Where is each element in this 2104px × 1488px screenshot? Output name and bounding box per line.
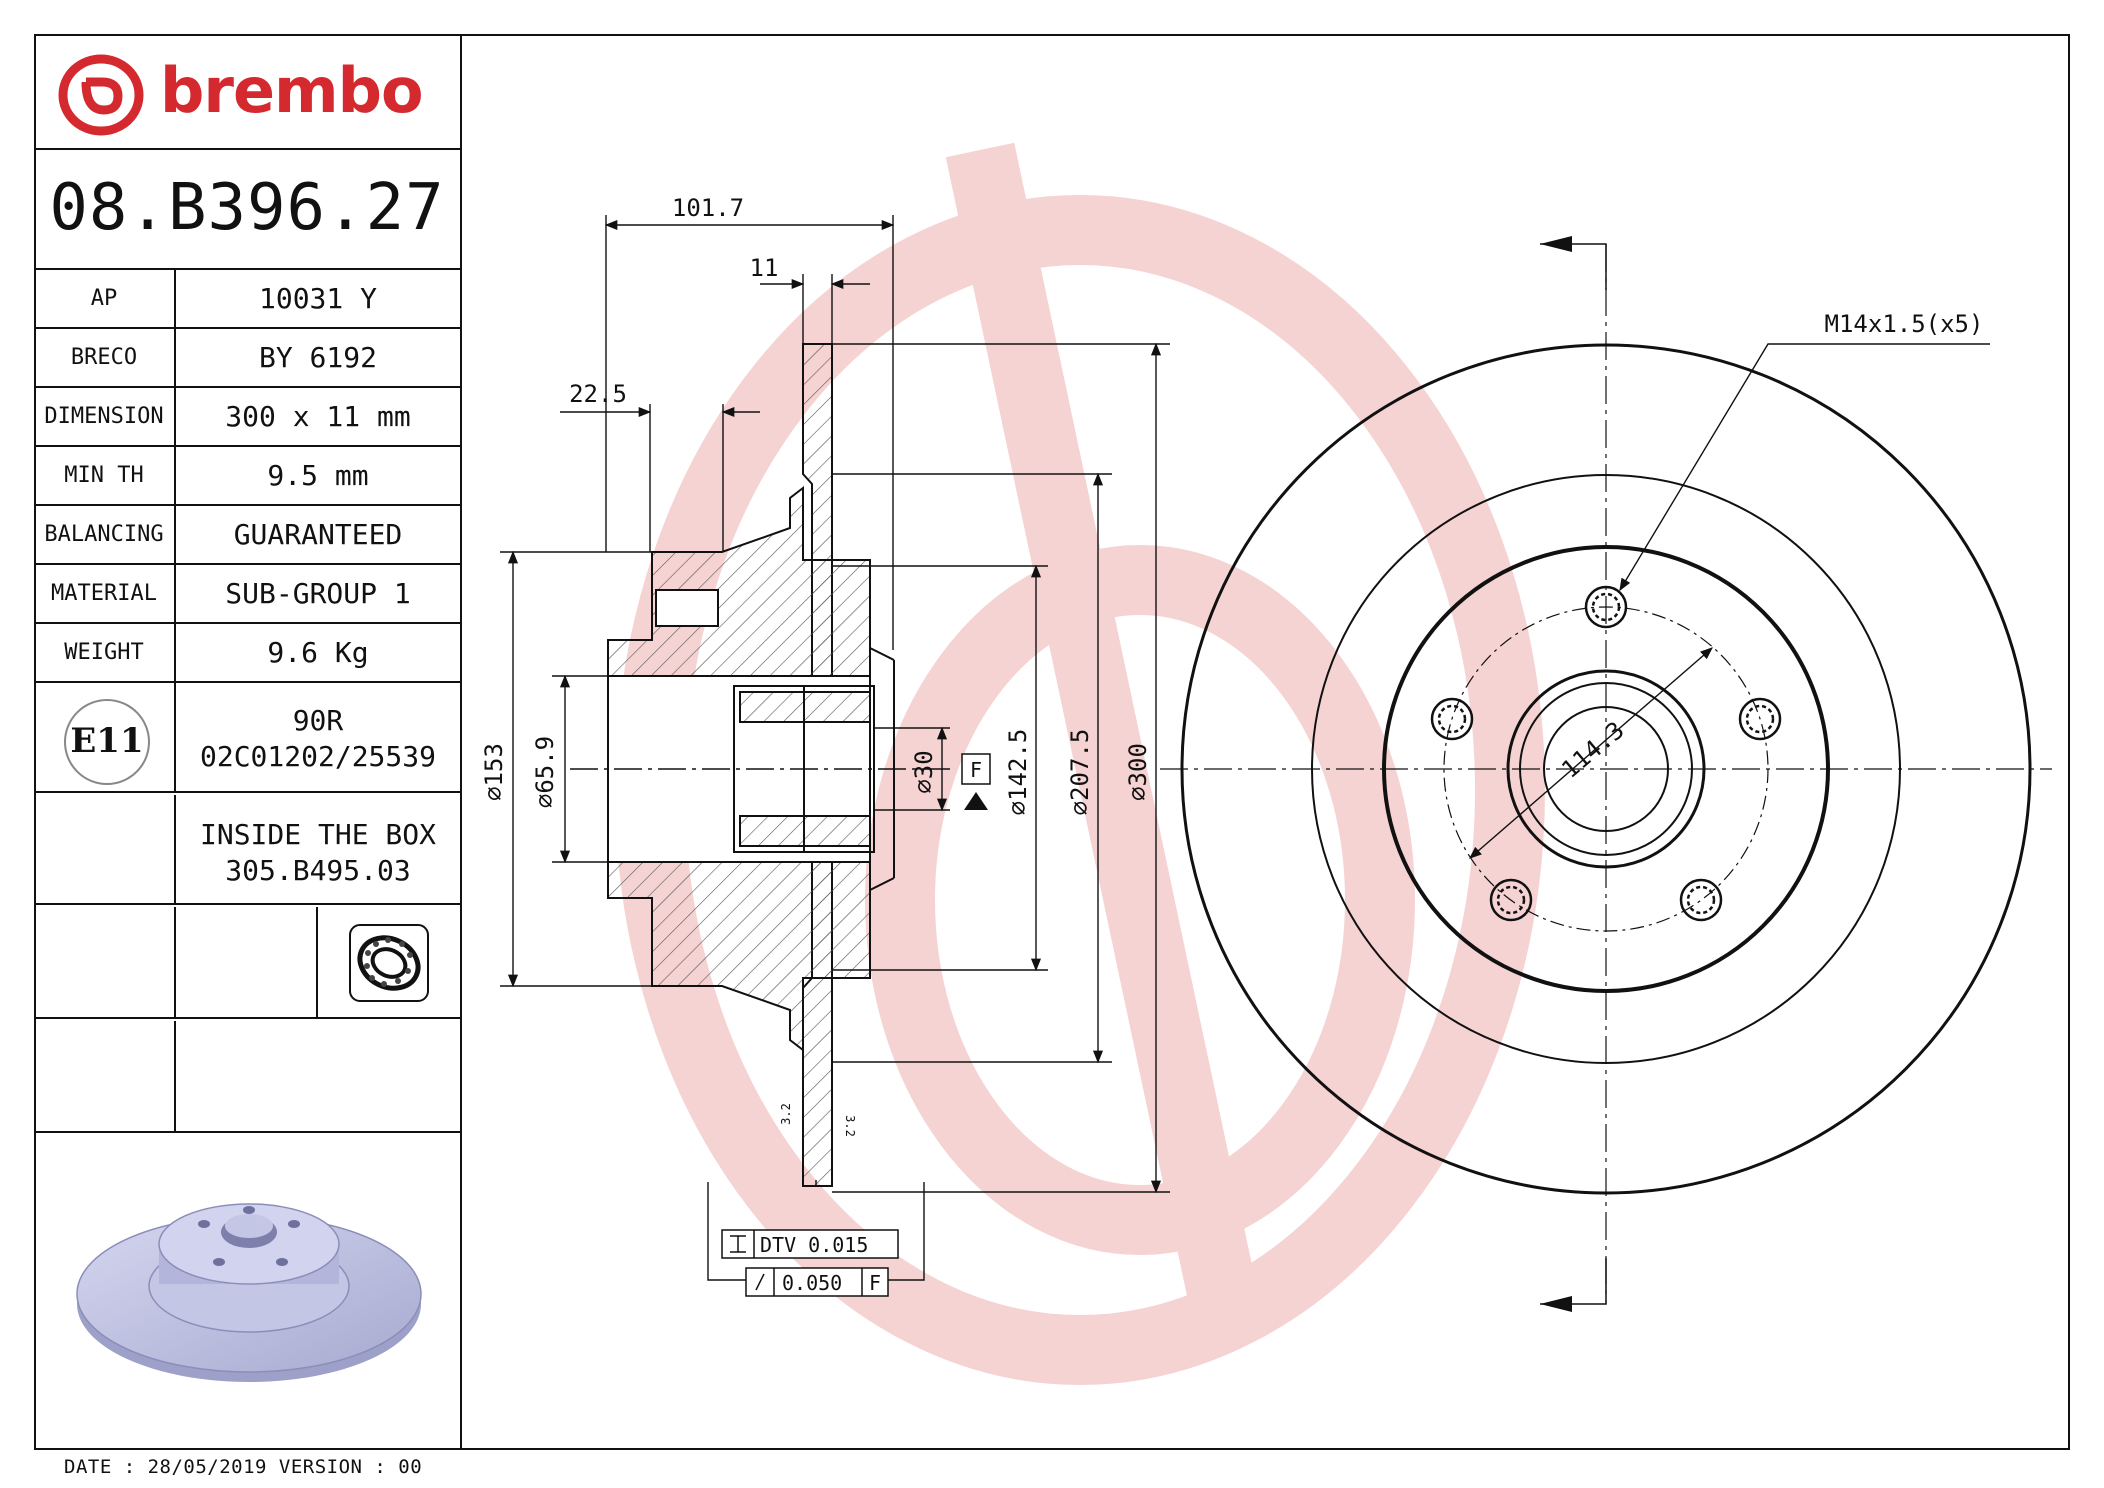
dim-d207-5: ⌀207.5: [1066, 729, 1094, 816]
inside-box-label: INSIDE THE BOX: [199, 818, 436, 851]
approval-row: E11 90R 02C01202/25539: [34, 683, 460, 793]
spec-row-weight: WEIGHT 9.6 Kg: [34, 624, 460, 683]
spec-row-dimension: DIMENSION 300 x 11 mm: [34, 388, 460, 447]
spec-value: GUARANTEED: [233, 518, 403, 551]
bearing-icon: [349, 924, 429, 1002]
bolt-hole-thread: [1686, 885, 1716, 915]
dim-d207-5-value: 207.5: [1066, 729, 1094, 801]
inside-box-part: 305.B495.03: [225, 854, 411, 887]
spec-label: DIMENSION: [34, 388, 176, 445]
spec-label: AP: [34, 270, 176, 327]
spec-label: BRECO: [34, 329, 176, 386]
part-number: 08.B396.27: [34, 148, 460, 270]
front-view: [1160, 243, 2052, 1305]
pcd-label: 114.3: [1556, 716, 1629, 784]
ece-badge: E11: [34, 683, 176, 793]
spec-value: 9.6 Kg: [267, 636, 369, 669]
pcd-dimension: [1469, 647, 1713, 859]
bearing-row-blank: [34, 907, 176, 1019]
bolt-hole: [1738, 697, 1782, 741]
datum-f-symbol: [961, 753, 991, 810]
inside-box-row: INSIDE THE BOX 305.B495.03: [34, 795, 460, 905]
brand-logo: brembo: [34, 34, 460, 150]
tolerance-dtv: DTV 0.015: [760, 1233, 868, 1257]
tolerance-runout: 0.050: [782, 1271, 842, 1295]
spec-row-breco: BRECO BY 6192: [34, 329, 460, 388]
section-view: [607, 343, 895, 1187]
dim-overall-width: 101.7: [672, 194, 744, 222]
bearing-row: [34, 907, 460, 1019]
spec-row-ap: AP 10031 Y: [34, 270, 460, 329]
brand-name: brembo: [160, 54, 424, 127]
title-block: brembo 08.B396.27 AP 10031 Y BRECO BY 61…: [34, 34, 462, 1450]
approval-code: 90R: [292, 704, 344, 737]
datum-label: F: [970, 758, 982, 782]
roughness-b: 3.2: [843, 1115, 857, 1137]
dim-d65-9-value: 65.9: [531, 736, 559, 794]
bolt-hole-thread: [1437, 704, 1467, 734]
spec-row-material: MATERIAL SUB-GROUP 1: [34, 565, 460, 624]
tolerance-frame: [721, 1229, 899, 1297]
dim-offset: 22.5: [569, 380, 627, 408]
blank-cell: [34, 1021, 176, 1133]
dim-d65-9: ⌀65.9: [531, 736, 559, 808]
roughness-a: 3.2: [779, 1103, 793, 1125]
inside-box-blank: [34, 795, 176, 905]
thread-leader: [1619, 343, 1990, 592]
dim-d142-5-value: 142.5: [1004, 729, 1032, 801]
bolt-hole: [1489, 878, 1533, 922]
dim-d300-value: 300: [1124, 743, 1152, 786]
dim-d153: ⌀153: [480, 743, 508, 801]
spec-value: 9.5 mm: [267, 459, 369, 492]
spec-label: MATERIAL: [34, 565, 176, 622]
spec-label: MIN TH: [34, 447, 176, 504]
bolt-hole-thread: [1745, 704, 1775, 734]
drawing-frame: [34, 34, 2070, 1450]
section-arrow-top: [1540, 236, 1572, 252]
bolt-hole-thread: [1591, 592, 1621, 622]
ece-e11-icon: E11: [64, 699, 150, 785]
dim-d153-value: 153: [480, 743, 508, 786]
dim-d30-value: 30: [910, 750, 938, 779]
bolt-hole: [1584, 585, 1628, 629]
dim-d142-5: ⌀142.5: [1004, 729, 1032, 816]
spec-value: SUB-GROUP 1: [225, 577, 411, 610]
spec-label: WEIGHT: [34, 624, 176, 681]
spec-row-balancing: BALANCING GUARANTEED: [34, 506, 460, 565]
spec-value: BY 6192: [258, 341, 377, 374]
spec-value: 10031 Y: [258, 282, 377, 315]
dim-disc-thickness: 11: [750, 254, 779, 282]
footer-date-version: DATE : 28/05/2019 VERSION : 00: [64, 1456, 423, 1478]
thread-spec: M14x1.5(x5): [1825, 310, 1984, 338]
blank-row: [34, 1021, 460, 1133]
dim-d30: ⌀30: [910, 750, 938, 793]
disc-render-icon: [76, 1203, 422, 1382]
spec-value: 300 x 11 mm: [225, 400, 411, 433]
section-arrow-bottom: [1540, 1296, 1572, 1312]
bolt-hole: [1679, 878, 1723, 922]
bolt-hole-thread: [1496, 885, 1526, 915]
spec-label: BALANCING: [34, 506, 176, 563]
bearing-row-mid: [176, 907, 318, 1019]
brembo-logo-icon: [58, 54, 144, 136]
dim-d300: ⌀300: [1124, 743, 1152, 801]
spec-row-min-th: MIN TH 9.5 mm: [34, 447, 460, 506]
approval-number: 02C01202/25539: [199, 740, 436, 773]
tolerance-runout-datum: F: [869, 1271, 881, 1295]
